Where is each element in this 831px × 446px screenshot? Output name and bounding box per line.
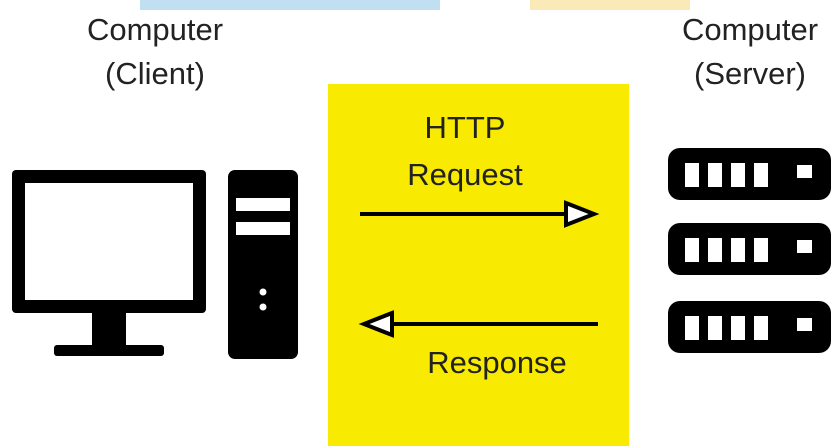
response-arrow bbox=[358, 310, 598, 338]
http-request-label-line1: HTTP bbox=[424, 110, 506, 145]
request-arrow bbox=[360, 200, 600, 228]
server-rack-icon bbox=[668, 148, 831, 353]
client-title-line1: Computer bbox=[86, 12, 224, 47]
http-request-label-line2: Request bbox=[407, 157, 523, 192]
response-label: Response bbox=[427, 345, 567, 380]
server-title-line2: (Server) bbox=[694, 56, 806, 91]
server-unit bbox=[668, 301, 831, 353]
watermark-strip-yellow bbox=[530, 0, 690, 10]
client-title-line2: (Client) bbox=[105, 56, 205, 91]
monitor-icon bbox=[12, 170, 206, 356]
server-unit bbox=[668, 223, 831, 275]
server-title-line1: Computer bbox=[681, 12, 819, 47]
http-exchange-panel bbox=[328, 84, 629, 446]
server-unit bbox=[668, 148, 831, 200]
tower-pc-icon bbox=[228, 170, 298, 359]
watermark-strip-blue bbox=[140, 0, 440, 10]
